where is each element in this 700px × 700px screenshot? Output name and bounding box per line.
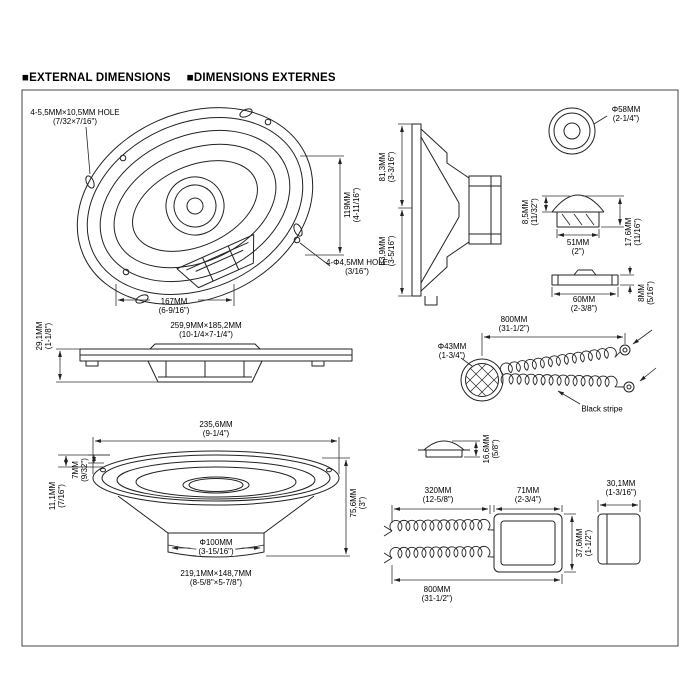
dim-37-6mm-label: 37,6MM(1-1/2") xyxy=(574,528,593,558)
black-stripe-label: Black stripe xyxy=(581,404,623,414)
figure-title: ■EXTERNAL DIMENSIONS ■DIMENSIONS EXTERNES xyxy=(22,72,352,84)
dim-11-1mm-label: 11,1MM(7/16") xyxy=(47,481,66,511)
dim-7mm-label: 7MM(9/32") xyxy=(70,458,89,482)
tweeter-section-view xyxy=(551,194,605,228)
dim-58mm-label: Φ58MM(2-1/4") xyxy=(611,104,641,123)
dim-100mm-label: Φ100MM(3-15/16") xyxy=(196,537,236,557)
mid-cutout-size-label: 219,1MM×148,7MM(8-5/8"×5-7/8") xyxy=(180,568,252,587)
dim-119mm-label: 119MM(4-11/16") xyxy=(342,187,361,223)
tweeter-with-wire xyxy=(460,329,657,405)
dim-800mm-lead-label: 800MM(31-1/2") xyxy=(498,314,530,333)
oval-slot-hole-label: 4-5,5MM×10,5MM HOLE(7/32×7/16") xyxy=(30,107,120,126)
tweeter-ring-side-view xyxy=(551,269,619,286)
dim-8mm-label: 8MM(5/16") xyxy=(636,281,655,305)
dim-43mm-label: Φ43MM(1-3/4") xyxy=(437,341,467,360)
tweeter-side-view-small xyxy=(418,440,470,458)
speaker-6x9-front-view xyxy=(76,107,314,305)
title-english: ■EXTERNAL DIMENSIONS xyxy=(22,72,171,84)
title-french: ■DIMENSIONS EXTERNES xyxy=(186,72,336,84)
figure-border xyxy=(21,89,679,647)
dim-8-5mm-label: 8,5MM(11/32") xyxy=(520,198,539,226)
dim-60mm-label: 60MM(2-3/8") xyxy=(570,294,598,313)
dim-83-9mm-label: 83,9MM(3-5/16") xyxy=(377,235,396,267)
oval-outline-size-label: 259,9MM×185,2MM(10-1/4×7-1/4") xyxy=(170,320,242,339)
dim-29-1mm-label: 29,1MM(1-1/8") xyxy=(34,321,53,351)
speaker-65-three-quarter-view xyxy=(92,450,340,558)
dim-800mm-bottom-label: 800MM(31-1/2") xyxy=(421,584,453,603)
crossover-network xyxy=(383,513,641,573)
dim-17-6mm-label: 17,6MM(11/16") xyxy=(623,217,642,247)
dim-16-6mm-label: 16,6MM(5/8") xyxy=(481,434,500,464)
dim-235-6mm-label: 235,6MM(9-1/4") xyxy=(199,419,233,438)
round-hole-label: 4-Φ4,5MM HOLE(3/16") xyxy=(326,257,388,276)
leader-lines xyxy=(85,126,331,267)
dim-51mm-label: 51MM(2") xyxy=(566,237,590,256)
dim-167mm-label: 167MM(6-9/16") xyxy=(158,296,190,315)
speaker-6x9-edge-view xyxy=(79,343,353,383)
dimension-lines xyxy=(56,123,641,584)
speaker-6x9-side-view xyxy=(411,123,502,306)
dim-81-3mm-label: 81,3MM(3-3/16") xyxy=(377,151,396,183)
tweeter-front-view xyxy=(548,107,608,155)
dim-71mm-label: 71MM(2-3/4") xyxy=(514,485,542,504)
dim-320mm-label: 320MM(12-5/8") xyxy=(422,485,454,504)
dim-30-1mm-label: 30,1MM(1-3/16") xyxy=(605,478,637,497)
dim-75-6mm-label: 75,6MM(3") xyxy=(348,488,367,518)
